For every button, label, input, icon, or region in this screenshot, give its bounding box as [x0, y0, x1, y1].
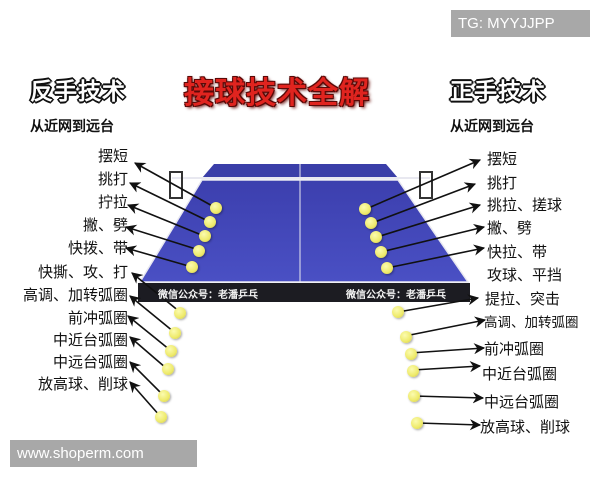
ball-icon — [169, 327, 181, 339]
ball-icon — [405, 348, 417, 360]
ball-icon — [400, 331, 412, 343]
forehand-label: 撇、劈 — [487, 219, 533, 237]
ball-icon — [210, 202, 222, 214]
ball-icon — [199, 230, 211, 242]
ball-icon — [193, 245, 205, 257]
forehand-label: 挑拉、搓球 — [487, 196, 563, 214]
ball-icon — [158, 390, 170, 402]
ball-icon — [407, 365, 419, 377]
forehand-label: 提拉、突击 — [485, 290, 561, 308]
watermark-url: www.shoperm.com — [10, 440, 197, 467]
forehand-label: 摆短 — [487, 150, 518, 168]
table-caption-right: 微信公众号：老潘乒乓 — [346, 290, 446, 301]
backhand-label: 撇、劈 — [82, 216, 128, 234]
backhand-label: 快撕、攻、打 — [37, 263, 128, 281]
ball-icon — [165, 345, 177, 357]
forehand-subtitle: 从近网到远台 — [450, 119, 534, 135]
forehand-label: 中远台弧圈 — [484, 393, 560, 411]
table-caption-left: 微信公众号：老潘乒乓 — [158, 290, 258, 301]
forehand-title: 正手技术 — [450, 79, 546, 105]
ball-icon — [186, 261, 198, 273]
ball-icon — [204, 216, 216, 228]
main-title: 接球技术全解 — [184, 76, 370, 111]
forehand-label: 快拉、带 — [487, 243, 548, 261]
ball-icon — [162, 363, 174, 375]
ball-icon — [408, 390, 420, 402]
table-edge — [138, 283, 470, 302]
forehand-label: 前冲弧圈 — [484, 340, 545, 358]
ball-icon — [365, 217, 377, 229]
ball-icon — [359, 203, 371, 215]
ball-icon — [381, 262, 393, 274]
ball-icon — [174, 307, 186, 319]
backhand-label: 快拨、带 — [67, 239, 128, 257]
forehand-label: 高调、加转弧圈 — [484, 315, 579, 331]
table-top — [138, 179, 470, 283]
backhand-label: 挑打 — [97, 170, 128, 188]
ball-icon — [392, 306, 404, 318]
ball-icon — [155, 411, 167, 423]
forehand-label: 中近台弧圈 — [482, 365, 558, 383]
backhand-label: 中近台弧圈 — [52, 331, 128, 349]
forehand-label: 放高球、削球 — [480, 418, 571, 436]
backhand-label: 放高球、削球 — [37, 375, 128, 393]
forehand-label: 攻球、平挡 — [487, 266, 563, 284]
backhand-subtitle: 从近网到远台 — [30, 119, 114, 135]
backhand-title: 反手技术 — [30, 79, 126, 105]
forehand-label: 挑打 — [487, 174, 518, 192]
backhand-label: 摆短 — [97, 147, 128, 165]
backhand-label: 拧拉 — [97, 193, 128, 211]
ball-icon — [370, 231, 382, 243]
ball-icon — [411, 417, 423, 429]
ball-icon — [375, 246, 387, 258]
backhand-label: 前冲弧圈 — [67, 309, 128, 327]
watermark-tg: TG: MYYJJPP — [451, 10, 590, 37]
backhand-label: 中远台弧圈 — [52, 353, 128, 371]
backhand-label: 高调、加转弧圈 — [22, 286, 128, 304]
